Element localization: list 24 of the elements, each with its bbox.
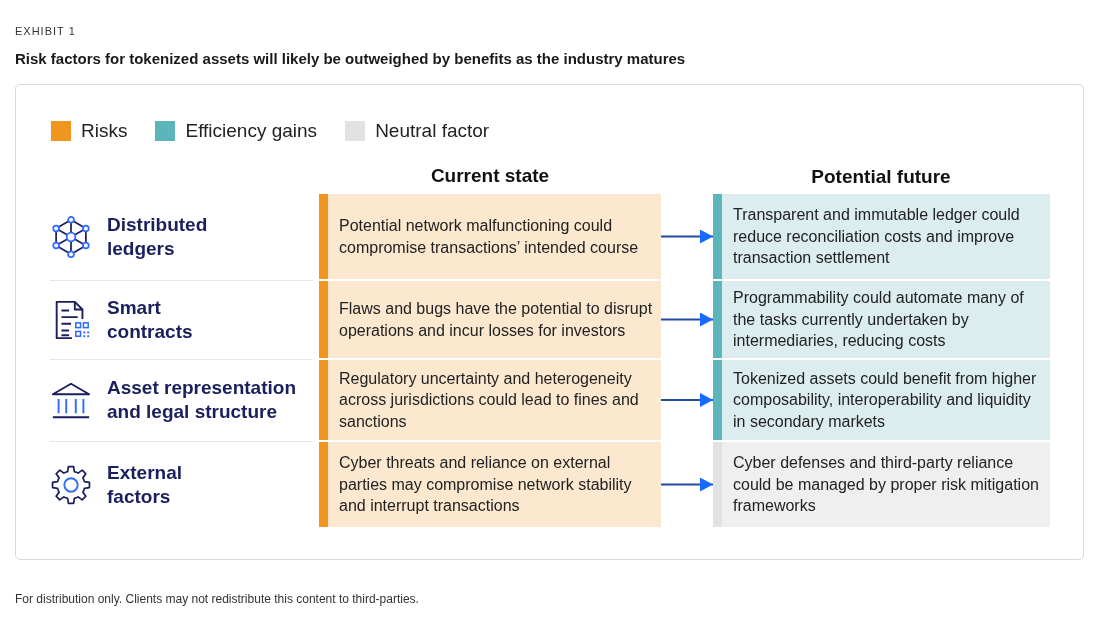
future-state-box: Cyber defenses and third-party reliance could be managed by proper risk mitigation frameworks xyxy=(713,442,1050,527)
chart-title: Risk factors for tokenized assets will likely be outweighed by benefits as the industry matures xyxy=(15,50,686,67)
column-header: Current state xyxy=(429,165,551,187)
current-state-box: Regulatory uncertainty and heterogeneity across jurisdictions could lead to fines and sanctions xyxy=(319,360,661,440)
arrow xyxy=(660,229,714,244)
row-header: External factors xyxy=(107,460,183,509)
legend-label: Risks xyxy=(81,120,128,142)
column-header: Potential future xyxy=(810,166,952,188)
future-state-box: Tokenized assets could benefit from higher composability, interoperability and liquidity in secondary markets xyxy=(713,360,1050,440)
row-header: Distributed ledgers xyxy=(107,212,209,261)
exhibit-label: EXHIBIT 1 xyxy=(15,25,76,37)
row-header: Asset representation and legal structure xyxy=(107,376,297,424)
future-state-box: Programmability could automate many of the tasks currently undertaken by intermediaries, reducing costs xyxy=(713,281,1050,358)
current-state-box: Cyber threats and reliance on external parties may compromise network stability and interrupt transactions xyxy=(319,442,661,527)
arrow xyxy=(660,477,714,492)
row-header: Smart contracts xyxy=(107,295,194,344)
footnote-text: For distribution only. Clients may not redistribute this content to third-parties. xyxy=(15,592,419,606)
current-state-box: Potential network malfunctioning could compromise transactions’ intended course xyxy=(319,194,661,279)
arrow xyxy=(660,312,714,327)
legend-label: Neutral factor xyxy=(375,120,490,142)
future-state-box: Transparent and immutable ledger could reduce reconciliation costs and improve transaction settlement xyxy=(713,194,1050,279)
current-state-box: Flaws and bugs have the potential to disrupt operations and incur losses for investors xyxy=(319,281,661,358)
legend-label: Efficiency gains xyxy=(185,120,318,142)
arrow xyxy=(660,393,714,407)
